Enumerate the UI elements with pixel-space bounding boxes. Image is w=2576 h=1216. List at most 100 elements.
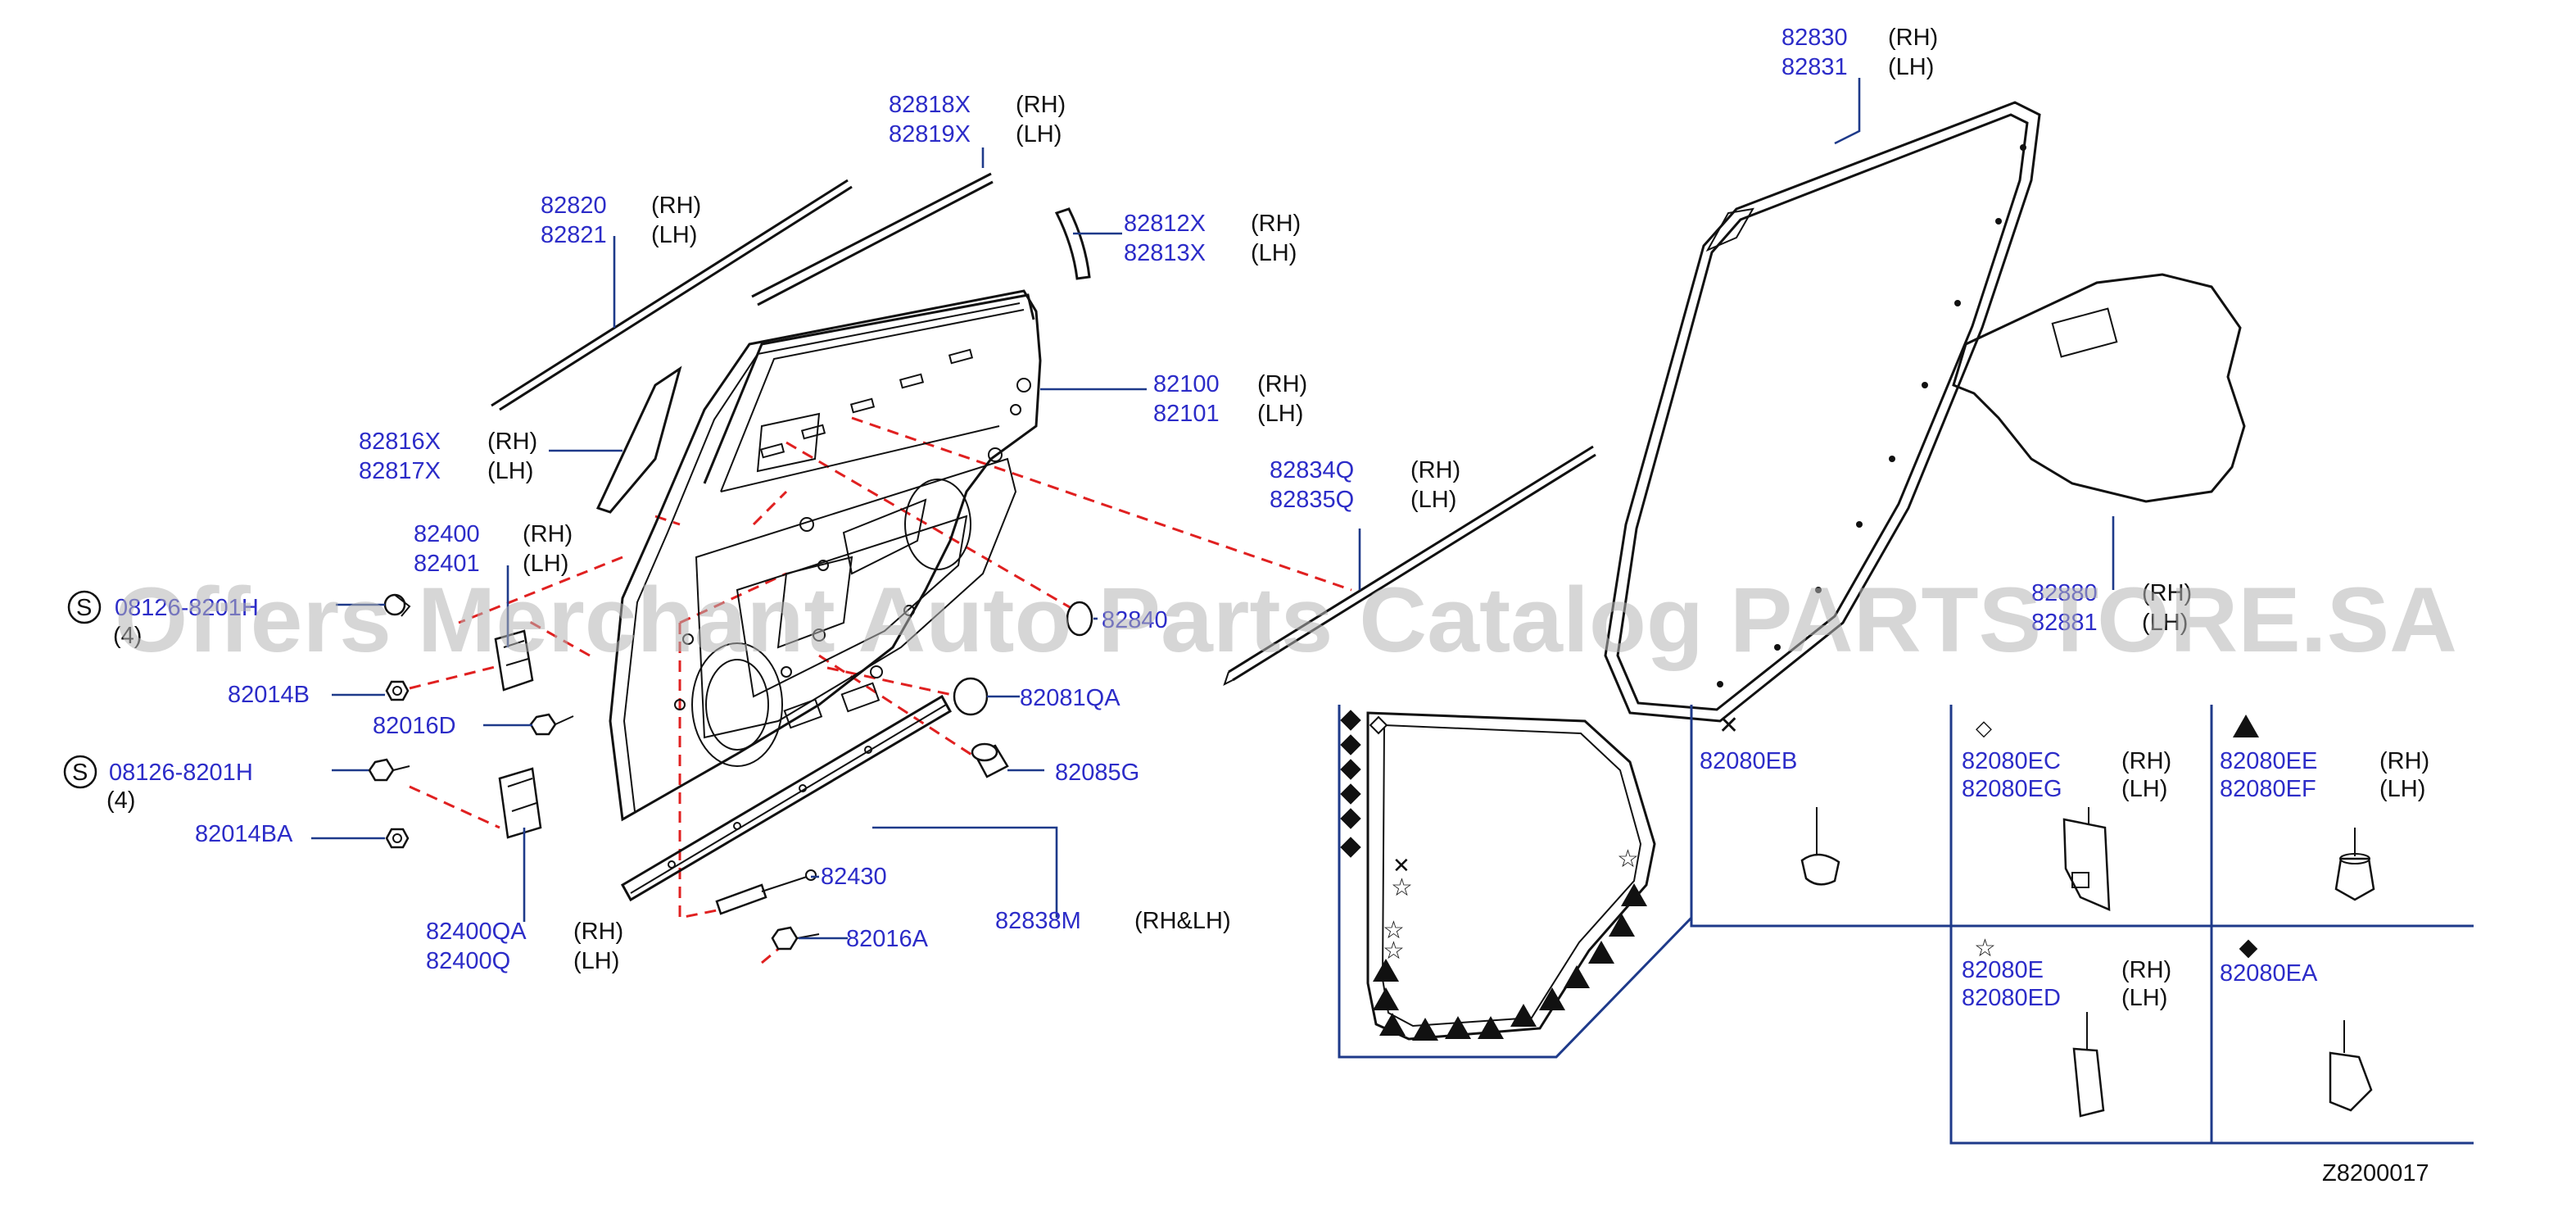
callout-82085G[interactable]: 82085G bbox=[1055, 760, 1139, 786]
svg-text:(RH): (RH) bbox=[1016, 92, 1066, 118]
svg-text:(LH): (LH) bbox=[2142, 610, 2188, 636]
callout-08126-8201H-upper[interactable]: S 08126-8201H (4) bbox=[67, 590, 259, 649]
moulding-82818X bbox=[751, 172, 994, 306]
watermark: Offers Merchant Auto Parts Catalog PARTS… bbox=[115, 569, 2457, 671]
svg-text:(RH): (RH) bbox=[2121, 957, 2171, 983]
svg-text:82080EG: 82080EG bbox=[1962, 776, 2062, 802]
callout-82016A[interactable]: 82016A bbox=[846, 926, 929, 952]
svg-text:82080EE: 82080EE bbox=[2220, 748, 2317, 774]
svg-text:82430: 82430 bbox=[821, 864, 887, 890]
star-icon: ☆ bbox=[1974, 935, 1996, 962]
callout-82080EB[interactable]: 82080EB bbox=[1700, 748, 1797, 774]
svg-text:82819X: 82819X bbox=[889, 121, 971, 147]
svg-text:82835Q: 82835Q bbox=[1270, 487, 1354, 513]
callout-82838M[interactable]: 82838M (RH&LH) bbox=[995, 908, 1231, 934]
svg-text:(LH): (LH) bbox=[1016, 121, 1062, 147]
svg-text:☆: ☆ bbox=[1391, 874, 1413, 901]
moulding-82820 bbox=[491, 179, 853, 411]
callout-82080E[interactable]: 82080E (RH) 82080ED (LH) bbox=[1962, 957, 2171, 1011]
rear-door-panel bbox=[609, 289, 1042, 822]
svg-text:08126-8201H: 08126-8201H bbox=[115, 595, 259, 621]
door-slot-holes bbox=[759, 348, 974, 459]
hinge-82400QA bbox=[498, 767, 542, 839]
bolt-82016A bbox=[771, 926, 820, 951]
corner-cover-82816X bbox=[595, 365, 682, 514]
svg-text:(LH): (LH) bbox=[2379, 776, 2425, 802]
svg-text:(RH): (RH) bbox=[573, 919, 623, 945]
svg-text:82080EB: 82080EB bbox=[1700, 748, 1797, 774]
solid-triangle-icon bbox=[2233, 715, 2259, 737]
svg-text:82818X: 82818X bbox=[889, 92, 971, 118]
callout-82834Q[interactable]: 82834Q (RH) 82835Q (LH) bbox=[1270, 457, 1460, 513]
clip-82080EC bbox=[2062, 807, 2111, 911]
solid-diamond-icon bbox=[2239, 939, 2258, 959]
callout-82014BA[interactable]: 82014BA bbox=[195, 821, 293, 847]
callout-82830[interactable]: 82830 (RH) 82831 (LH) bbox=[1781, 25, 1938, 80]
callout-08126-8201H-lower[interactable]: S 08126-8201H (4) bbox=[63, 755, 253, 814]
callout-82400QA[interactable]: 82400QA (RH) 82400Q (LH) bbox=[426, 919, 623, 974]
svg-text:82080EA: 82080EA bbox=[2220, 960, 2318, 987]
svg-text:82840: 82840 bbox=[1102, 607, 1168, 633]
callout-82812X[interactable]: 82812X (RH) 82813X (LH) bbox=[1124, 211, 1301, 266]
clip-location-detail: ☆ ☆ ☆ ☆ ✕ bbox=[1338, 705, 1693, 1059]
check-link-82430 bbox=[715, 869, 817, 915]
svg-text:(RH): (RH) bbox=[1251, 211, 1301, 237]
callout-82820[interactable]: 82820 (RH) 82821 (LH) bbox=[541, 193, 701, 248]
callout-82400[interactable]: 82400 (RH) 82401 (LH) bbox=[414, 521, 573, 577]
svg-text:S: S bbox=[76, 595, 92, 621]
svg-text:(LH): (LH) bbox=[1251, 240, 1297, 266]
svg-text:82820: 82820 bbox=[541, 193, 607, 219]
leader-lines bbox=[311, 78, 2115, 940]
svg-text:(RH): (RH) bbox=[2142, 580, 2192, 606]
callout-82818X[interactable]: 82818X (RH) 82819X (LH) bbox=[889, 92, 1066, 147]
callout-82080EC[interactable]: 82080EC (RH) 82080EG (LH) bbox=[1962, 748, 2171, 802]
svg-text:82085G: 82085G bbox=[1055, 760, 1139, 786]
svg-text:(LH): (LH) bbox=[1257, 401, 1303, 427]
svg-text:☆: ☆ bbox=[1383, 917, 1405, 944]
open-diamond-icon: ◇ bbox=[1976, 715, 1992, 740]
callout-82100[interactable]: 82100 (RH) 82101 (LH) bbox=[1153, 371, 1307, 427]
svg-text:82881: 82881 bbox=[2031, 610, 2098, 636]
svg-text:82816X: 82816X bbox=[359, 429, 441, 455]
callout-82014B[interactable]: 82014B bbox=[228, 682, 310, 708]
svg-text:(RH): (RH) bbox=[1410, 457, 1460, 483]
svg-text:(4): (4) bbox=[106, 787, 135, 814]
clip-82080EB bbox=[1800, 807, 1840, 886]
callout-82016D[interactable]: 82016D bbox=[373, 713, 456, 739]
diagram-id: Z8200017 bbox=[2322, 1160, 2429, 1187]
svg-text:82812X: 82812X bbox=[1124, 211, 1206, 237]
svg-text:82080EC: 82080EC bbox=[1962, 748, 2061, 774]
callout-82080EA[interactable]: 82080EA bbox=[2220, 960, 2318, 987]
callout-82816X[interactable]: 82816X (RH) 82817X (LH) bbox=[359, 429, 537, 484]
svg-text:(4): (4) bbox=[113, 623, 142, 649]
svg-text:82400QA: 82400QA bbox=[426, 919, 527, 945]
hinge-82400 bbox=[494, 629, 534, 692]
svg-text:(LH): (LH) bbox=[651, 222, 697, 248]
svg-text:(LH): (LH) bbox=[1888, 54, 1934, 80]
standard-part-circle bbox=[63, 755, 97, 789]
clip-legend-grid: ✕ ◇ ☆ bbox=[1690, 705, 2474, 1145]
svg-text:(RH): (RH) bbox=[1257, 371, 1307, 397]
grommet-82081QA bbox=[953, 677, 989, 716]
callout-82081QA[interactable]: 82081QA bbox=[1020, 685, 1120, 711]
bumper-82085G bbox=[971, 742, 1009, 778]
svg-text:✕: ✕ bbox=[1392, 853, 1410, 878]
svg-text:82080E: 82080E bbox=[1962, 957, 2044, 983]
callout-82880[interactable]: 82880 (RH) 82881 (LH) bbox=[2031, 580, 2192, 636]
callout-82840[interactable]: 82840 bbox=[1102, 607, 1168, 633]
svg-text:(LH): (LH) bbox=[2121, 776, 2167, 802]
svg-text:(RH): (RH) bbox=[1888, 25, 1938, 51]
dashed-assembly-lines bbox=[409, 416, 1352, 964]
svg-text:(RH): (RH) bbox=[651, 193, 701, 219]
sealing-screen-82880 bbox=[1952, 273, 2246, 503]
callout-82430[interactable]: 82430 bbox=[821, 864, 887, 890]
svg-text:(RH): (RH) bbox=[2121, 748, 2171, 774]
clip-82080EA bbox=[2329, 1020, 2373, 1112]
svg-text:(RH&LH): (RH&LH) bbox=[1134, 908, 1231, 934]
svg-text:82830: 82830 bbox=[1781, 25, 1848, 51]
svg-text:(RH): (RH) bbox=[487, 429, 537, 455]
cap-82840 bbox=[1066, 601, 1093, 637]
svg-text:82016D: 82016D bbox=[373, 713, 456, 739]
callout-82080EE[interactable]: 82080EE (RH) 82080EF (LH) bbox=[2220, 748, 2429, 802]
